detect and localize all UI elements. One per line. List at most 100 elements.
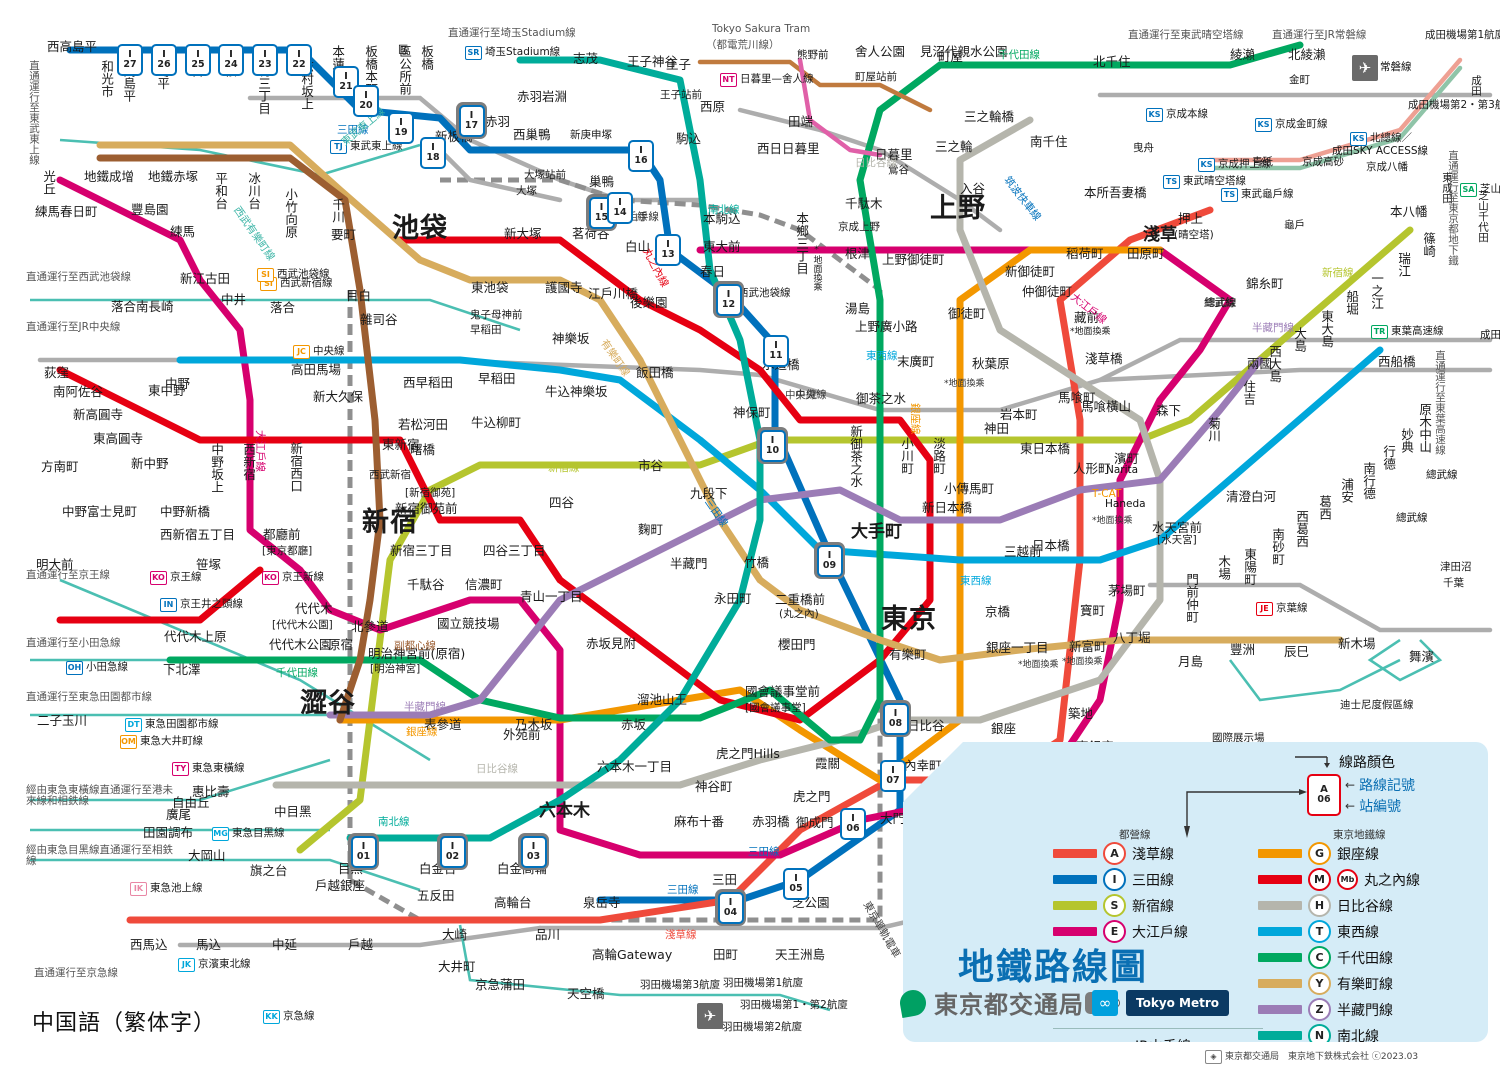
operator-line-name: 日暮里—舍人線 [740, 73, 814, 86]
legend-line-code: H [1308, 894, 1331, 917]
station-line-letter: I [666, 239, 670, 251]
station-line-letter: I [618, 197, 622, 209]
station-line-letter: I [774, 340, 778, 352]
station-label: 江戶川橋 [588, 286, 639, 301]
station-label: 木場 [1216, 555, 1232, 580]
misc-label: 區 [398, 44, 409, 56]
station-label: 霞關 [815, 756, 841, 771]
station-label: 京急蒲田 [475, 977, 526, 992]
station-label: 王子站前 [660, 89, 702, 101]
station-label: 東日本橋 [1020, 441, 1071, 456]
station-label: 馬込 [196, 937, 222, 952]
station-label: 町屋 [938, 49, 964, 64]
station-label: 金町 [1289, 74, 1310, 86]
station-label: 和光市 [99, 60, 115, 98]
station-label: 東大島 [1319, 310, 1335, 348]
station-label: 板橋 [419, 45, 435, 70]
station-label: 日暮里 [875, 147, 913, 162]
station-number: 08 [888, 717, 903, 729]
line-name-label: 東西線 [866, 350, 898, 362]
operator-line-name: 中央線 [313, 345, 345, 358]
station-label: 新日本橋 [922, 500, 973, 515]
station-label: 入谷 [960, 181, 986, 196]
station-label: 西早稻田 [403, 375, 454, 390]
legend-line-code: Y [1308, 972, 1331, 995]
operator-line-name: 京成押上線 [1218, 158, 1271, 171]
station-label: 新宿西口 [288, 442, 304, 492]
station-label: 新宿御苑前 [395, 501, 458, 516]
station-label: 東高圓寺 [93, 431, 144, 446]
station-label: 月島 [1178, 654, 1204, 669]
station-label: 王子 [666, 57, 692, 72]
station-label: 水天宮前 [1152, 520, 1203, 535]
station-number: 21 [339, 81, 353, 93]
station-label: 千川 [330, 198, 346, 223]
operator-code-badge: TY [172, 762, 189, 776]
station-label: 品川 [535, 927, 561, 942]
station-line-letter: I [297, 49, 301, 61]
station-line-letter: I [827, 549, 832, 561]
operator-code-badge: IN [160, 598, 177, 612]
misc-label: Narita [1106, 464, 1139, 476]
toei-mark-icon: ◈ [1205, 1049, 1222, 1064]
station-label: 新宿三丁目 [390, 543, 453, 558]
station-label: 代代木公園 [269, 637, 332, 652]
station-label: 區公所前 [397, 45, 413, 95]
legend-line-code: N [1308, 1024, 1331, 1042]
line-name-label: 三田線 [337, 124, 369, 136]
station-label: 湯島 [845, 301, 871, 316]
station-label: 溜池山王 [637, 692, 688, 707]
station-label: 三之輪橋 [964, 109, 1015, 124]
legend-line-code: C [1308, 946, 1331, 969]
station-label: 鶯谷 [888, 164, 909, 176]
station-label: 神谷町 [695, 779, 733, 794]
station-label: 戶越 [348, 937, 374, 952]
station-label: 西新宿五丁目 [160, 527, 236, 542]
misc-label: *地面換乘 [1092, 516, 1133, 526]
line-name-label: 南北線 [378, 816, 410, 828]
other-lines-legend-list: JR山手線JR線私鐵線 [1053, 1036, 1191, 1042]
station-label: 光丘 [41, 170, 57, 195]
station-label: 神保町 [733, 405, 771, 420]
station-label: 旗之台 [250, 863, 288, 878]
operator-line-name: 東急目黑線 [232, 827, 285, 840]
station-label: 西馬込 [130, 937, 168, 952]
station-label: 成田機場第2・第3航廈 [1408, 99, 1500, 111]
station-label: 西武新宿 [369, 469, 411, 481]
